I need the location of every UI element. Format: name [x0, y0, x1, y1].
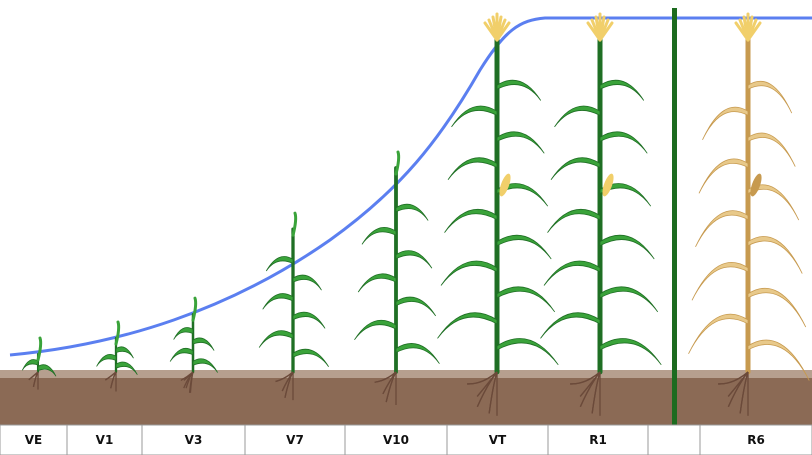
tassel-icon	[734, 12, 762, 42]
root-system-icon	[374, 371, 397, 405]
root-system-icon	[28, 371, 39, 390]
stage-label: V7	[286, 433, 304, 447]
stage-label: V3	[185, 433, 203, 447]
root-system-icon	[104, 371, 117, 392]
root-system-icon	[718, 371, 749, 416]
stage-label: V1	[96, 433, 114, 447]
stage-label: VE	[25, 433, 42, 447]
corn-plant-icon	[96, 320, 138, 375]
corn-plant-icon	[540, 12, 662, 375]
growth-curve-line	[9, 16, 812, 357]
tassel-icon	[586, 12, 614, 42]
corn-ear-icon	[499, 173, 511, 197]
stage-label: R6	[747, 433, 765, 447]
soil-band	[0, 370, 812, 425]
corn-plant-icon	[258, 211, 329, 374]
stage-label: V10	[383, 433, 409, 447]
corn-plant-icon	[354, 150, 440, 374]
maturity-divider-line	[672, 8, 677, 445]
stage-label: VT	[489, 433, 507, 447]
corn-plant-icon	[688, 12, 810, 381]
root-system-icon	[180, 371, 194, 393]
corn-plant-icon	[169, 296, 218, 374]
root-system-icon	[275, 371, 294, 401]
root-system-icon	[467, 371, 498, 416]
corn-ear-icon	[602, 173, 614, 197]
tassel-icon	[483, 12, 511, 42]
roots-layer	[28, 371, 749, 416]
corn-plant-icon	[21, 336, 57, 377]
soil-top-highlight	[0, 370, 812, 378]
corn-plant-icon	[437, 12, 559, 375]
corn-ear-icon	[750, 173, 762, 197]
stage-label-bar: VE V1 V3 V7 V10 VT R1 R6	[0, 424, 812, 455]
root-system-icon	[570, 371, 601, 416]
plants-layer	[21, 12, 810, 381]
stage-label: R1	[589, 433, 607, 447]
